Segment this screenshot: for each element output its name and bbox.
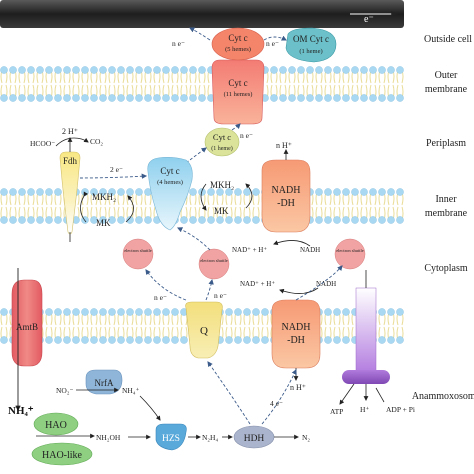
label-4e: 4 e⁻	[270, 399, 283, 408]
atp-synthase-base	[342, 370, 390, 384]
hao-enzyme	[33, 412, 79, 436]
label-nadh-inner: NADH	[300, 246, 320, 254]
nadh-dh-bottom-1: NADH	[282, 322, 311, 333]
cyt-c-5-hemes	[211, 27, 265, 61]
label-anammoxosome: Anammoxosome	[412, 391, 474, 402]
cyt-c-4-detail: (4 hemes)	[157, 179, 183, 186]
top-electron-bar	[0, 0, 404, 28]
nrfa-enzyme	[85, 369, 123, 395]
label-outside-cell: Outside cell	[424, 34, 472, 45]
label-adp-pi: ADP + Pi	[386, 405, 415, 414]
label-nad-h-cyto: NAD⁺ + H⁺	[240, 280, 275, 288]
label-cytoplasm: Cytoplasm	[424, 263, 468, 274]
label-n2: N₂	[302, 433, 310, 442]
inner-membrane	[0, 188, 404, 224]
cyt-c-11-detail: (11 hemes)	[224, 91, 253, 98]
label-nh4-big: NH₄⁺	[8, 405, 34, 417]
cyt-c-11-name: Cyt c	[228, 78, 247, 88]
arrow-fdh-to-cytc4	[79, 173, 148, 179]
amtb-transporter	[11, 279, 43, 367]
cyt-c-11-hemes	[211, 59, 265, 125]
cyt-c-4-hemes	[147, 157, 193, 231]
mk-left: MK	[96, 218, 111, 228]
label-ne-cyto-a: n e⁻	[154, 293, 167, 302]
label-nh-top: n H⁺	[276, 141, 292, 150]
electron-shuttle-2-label: electron shuttle	[200, 258, 228, 263]
nadh-dh-anammoxosome	[271, 299, 321, 369]
label-outer-membrane-1: Outer	[435, 70, 458, 81]
electron-shuttle-1	[122, 238, 154, 270]
om-cyt-c-detail: (1 heme)	[299, 48, 322, 55]
label-2h: 2 H⁺	[62, 127, 78, 136]
nadh-dh-inner-2: -DH	[277, 198, 295, 209]
label-nh-bottom: n H⁺	[290, 383, 306, 392]
cyt-c-1-detail: (1 heme)	[211, 145, 233, 152]
electron-shuttle-3-label: electron shuttle	[336, 248, 364, 253]
om-cyt-c	[285, 27, 337, 63]
arrow-cytc5-out	[189, 27, 211, 41]
cyt-c-5-name: Cyt c	[228, 33, 247, 43]
nrfa-label: NrfA	[95, 378, 114, 388]
hzs-label: HZS	[162, 434, 180, 444]
label-n2h4: N₂H₄	[202, 433, 218, 442]
cyt-c-1-name: Cyt c	[213, 132, 231, 142]
mkh2-right: MKH₂	[210, 180, 234, 190]
hao-like-enzyme	[31, 442, 93, 466]
label-ne-outside: n e⁻	[172, 39, 185, 48]
label-no2: NO₂⁻	[56, 386, 73, 395]
q-complex	[185, 301, 223, 359]
label-inner-membrane-1: Inner	[435, 194, 457, 205]
top-bar-electron-label: e⁻	[364, 14, 374, 25]
outer-membrane	[0, 66, 404, 102]
fdh-label: Fdh	[63, 156, 78, 166]
label-nadh-cyto: NADH	[316, 280, 336, 288]
mk-right: MK	[214, 206, 229, 216]
hzs-enzyme	[155, 423, 187, 451]
hdh-label: HDH	[244, 434, 265, 444]
label-inner-membrane-2: membrane	[425, 208, 468, 219]
arrow-cytc1-up	[231, 123, 241, 131]
nadh-dh-bottom-2: -DH	[287, 335, 305, 346]
fdh-protein	[59, 151, 81, 235]
label-periplasm: Periplasm	[426, 138, 466, 149]
electron-shuttle-1-label: electron shuttle	[124, 248, 152, 253]
mkh2-left: MKH₂	[92, 192, 116, 202]
cyt-c-4-name: Cyt c	[160, 166, 179, 176]
electron-shuttle-2	[198, 248, 230, 280]
label-2e: 2 e⁻	[110, 165, 123, 174]
label-co2: CO₂	[90, 137, 103, 146]
label-nh4-small: NH₄⁺	[122, 386, 139, 395]
label-outer-membrane-2: membrane	[425, 84, 468, 95]
electron-shuttle-3	[334, 238, 366, 270]
arrow-to-om-cytc	[263, 35, 287, 41]
label-hcoo: HCOO⁻	[30, 139, 55, 148]
label-nad-h-inner: NAD⁺ + H⁺	[232, 246, 267, 254]
cyt-c-1-heme	[204, 127, 240, 157]
cyt-c-5-detail: (5 hemes)	[225, 46, 251, 53]
label-atp: ATP	[330, 407, 343, 416]
nadh-dh-inner-1: NADH	[272, 185, 301, 196]
hao-like-label: HAO-like	[42, 450, 83, 461]
atp-synthase-stalk	[355, 287, 377, 373]
om-cyt-c-name: OM Cyt c	[293, 34, 329, 44]
label-nh2oh: NH₂OH	[96, 433, 121, 442]
hao-label: HAO	[45, 420, 67, 431]
label-h-plus: H⁺	[360, 405, 369, 414]
label-ne-cyto-b: n e⁻	[214, 291, 227, 300]
amtb-label: AmtB	[16, 322, 38, 332]
q-label: Q	[200, 325, 208, 337]
nadh-dh-inner	[261, 159, 311, 233]
label-ne-om: n e⁻	[266, 39, 279, 48]
label-ne-cytc1: n e⁻	[240, 131, 253, 140]
